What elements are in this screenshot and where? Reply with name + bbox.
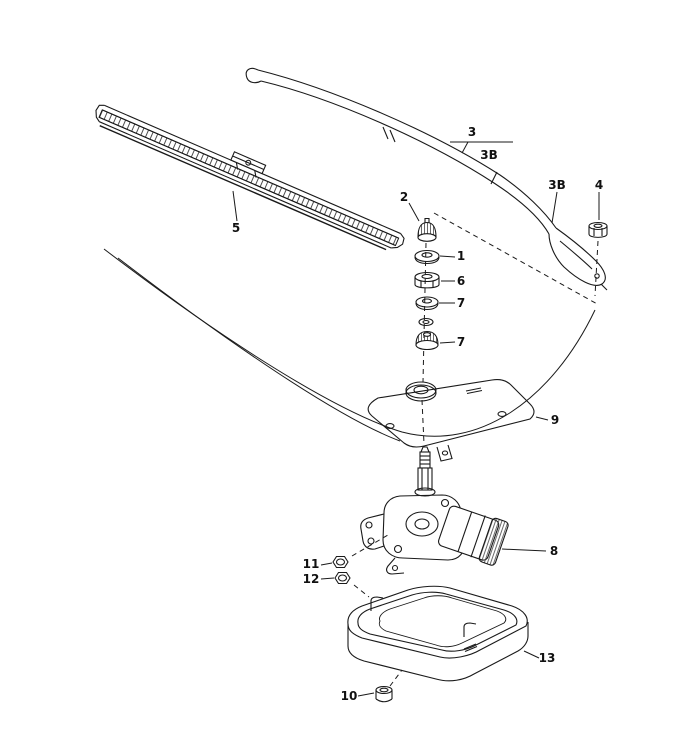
part-label-4: 4 xyxy=(594,178,604,192)
motor-gear-housing xyxy=(382,494,465,561)
motor-shaft-thread xyxy=(419,451,431,469)
box-hook-tabs xyxy=(370,596,478,653)
part-label-9: 9 xyxy=(550,413,560,427)
wiper-motor xyxy=(360,446,509,575)
arm-head xyxy=(548,227,608,291)
hex-nut-6 xyxy=(414,271,440,289)
hex-nut-12 xyxy=(334,571,351,585)
plate-tab xyxy=(436,444,453,462)
rear-window-outline xyxy=(103,248,596,442)
washer-1 xyxy=(414,249,440,265)
part-label-12: 12 xyxy=(302,572,320,586)
pivot-cap xyxy=(417,217,437,242)
part-label-10: 10 xyxy=(340,689,358,703)
washer-7-upper xyxy=(415,296,439,311)
motor-shaft-tip xyxy=(420,446,430,453)
hex-nut-4 xyxy=(588,221,608,238)
part-label-2: 2 xyxy=(399,190,409,204)
wiper-arm xyxy=(245,67,608,291)
motor-body xyxy=(438,505,509,566)
rubber-grommet-7 xyxy=(415,330,439,351)
part-label-13: 13 xyxy=(538,651,556,665)
part-label-1: 1 xyxy=(456,249,466,263)
part-label-3b-lower: 3B xyxy=(548,178,566,192)
leader-lines xyxy=(232,141,600,697)
blade-end-cap-left xyxy=(95,104,105,122)
grommet-10 xyxy=(375,685,393,703)
hex-nut-11 xyxy=(332,555,349,569)
arm-hook-end xyxy=(245,67,262,84)
blade-center-bracket xyxy=(230,151,267,178)
small-washer xyxy=(418,317,434,327)
part-label-8: 8 xyxy=(549,544,559,558)
housing-box xyxy=(347,585,529,682)
motor-shaft-spline xyxy=(417,467,433,491)
part-label-5: 5 xyxy=(231,221,241,235)
part-label-7-upper: 7 xyxy=(456,296,466,310)
part-label-11: 11 xyxy=(302,557,320,571)
part-label-6: 6 xyxy=(456,274,466,288)
motor-mount-bracket xyxy=(360,513,405,575)
part-label-3: 3 xyxy=(467,125,477,139)
construction-lines xyxy=(351,212,600,687)
mounting-plate xyxy=(367,379,535,462)
wiper-blade xyxy=(95,104,405,251)
blade-end-cap-right xyxy=(391,233,405,249)
part-label-3b-upper: 3B xyxy=(480,148,498,162)
part-label-7-lower: 7 xyxy=(456,335,466,349)
